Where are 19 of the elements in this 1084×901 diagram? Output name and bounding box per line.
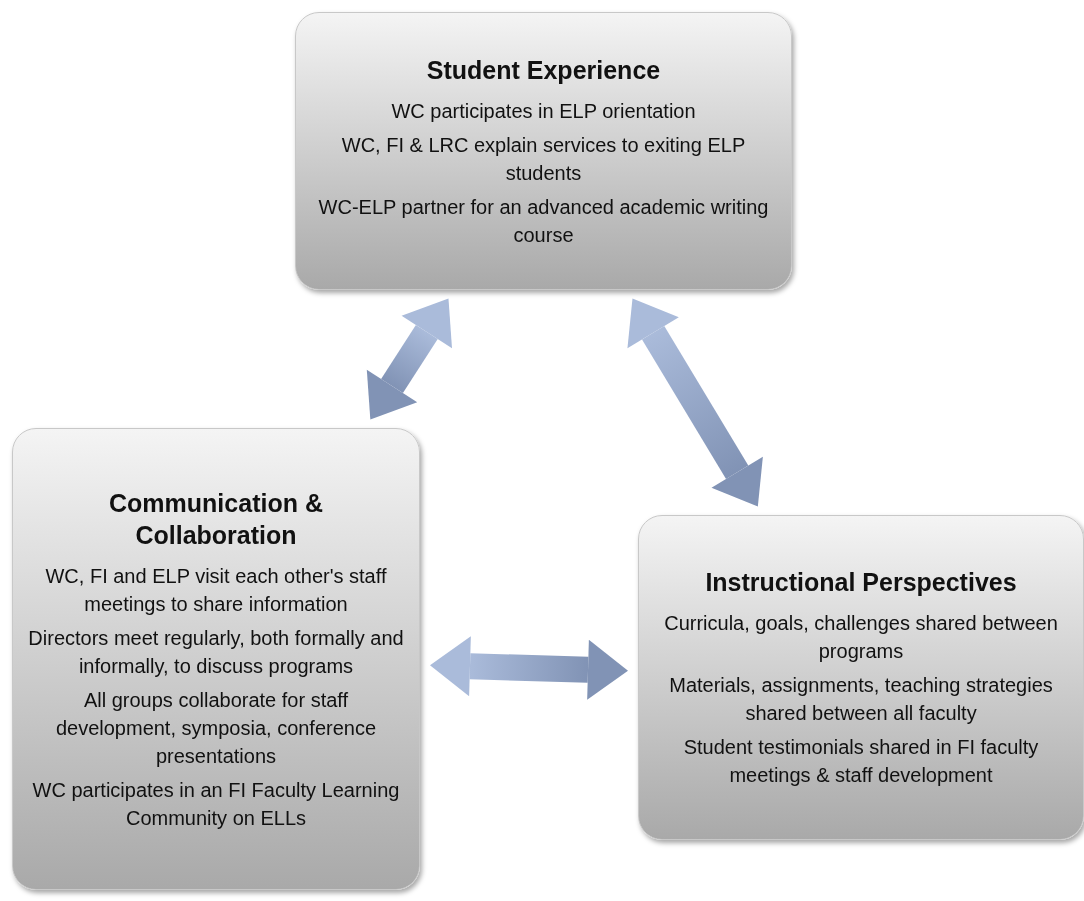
box-item: Student testimonials shared in FI faculty meetings & staff development [682,735,1040,788]
box-item: WC participates in ELP orientation [391,98,696,124]
double-arrow [366,298,452,420]
box-item: All groups collaborate for staff development, symposia, conference presentations [54,687,378,769]
rounded-box [12,428,420,890]
box-item: Directors meet regularly, both formally and informally, to discuss programs [27,625,405,679]
rounded-box [638,515,1084,840]
box-item: WC-ELP partner for an advanced academic writing course [317,194,770,248]
rounded-box [295,12,792,290]
box-item: Curricula, goals, challenges shared between programs [663,611,1059,664]
box-item: Materials, assignments, teaching strategies shared between all faculty [668,673,1054,726]
double-arrow [627,298,763,507]
box-heading: Student Experience [426,54,661,86]
box-heading: Instructional Perspectives [705,567,1017,598]
box-item: WC, FI & LRC explain services to exiting ELP students [340,132,747,186]
box-heading: Communication & Collaboration [108,487,324,551]
box-item: WC participates in an FI Faculty Learning Community on ELLs [31,777,401,831]
box-item: WC, FI and ELP visit each other's staff meetings to share information [44,563,388,617]
double-arrow [430,636,628,700]
